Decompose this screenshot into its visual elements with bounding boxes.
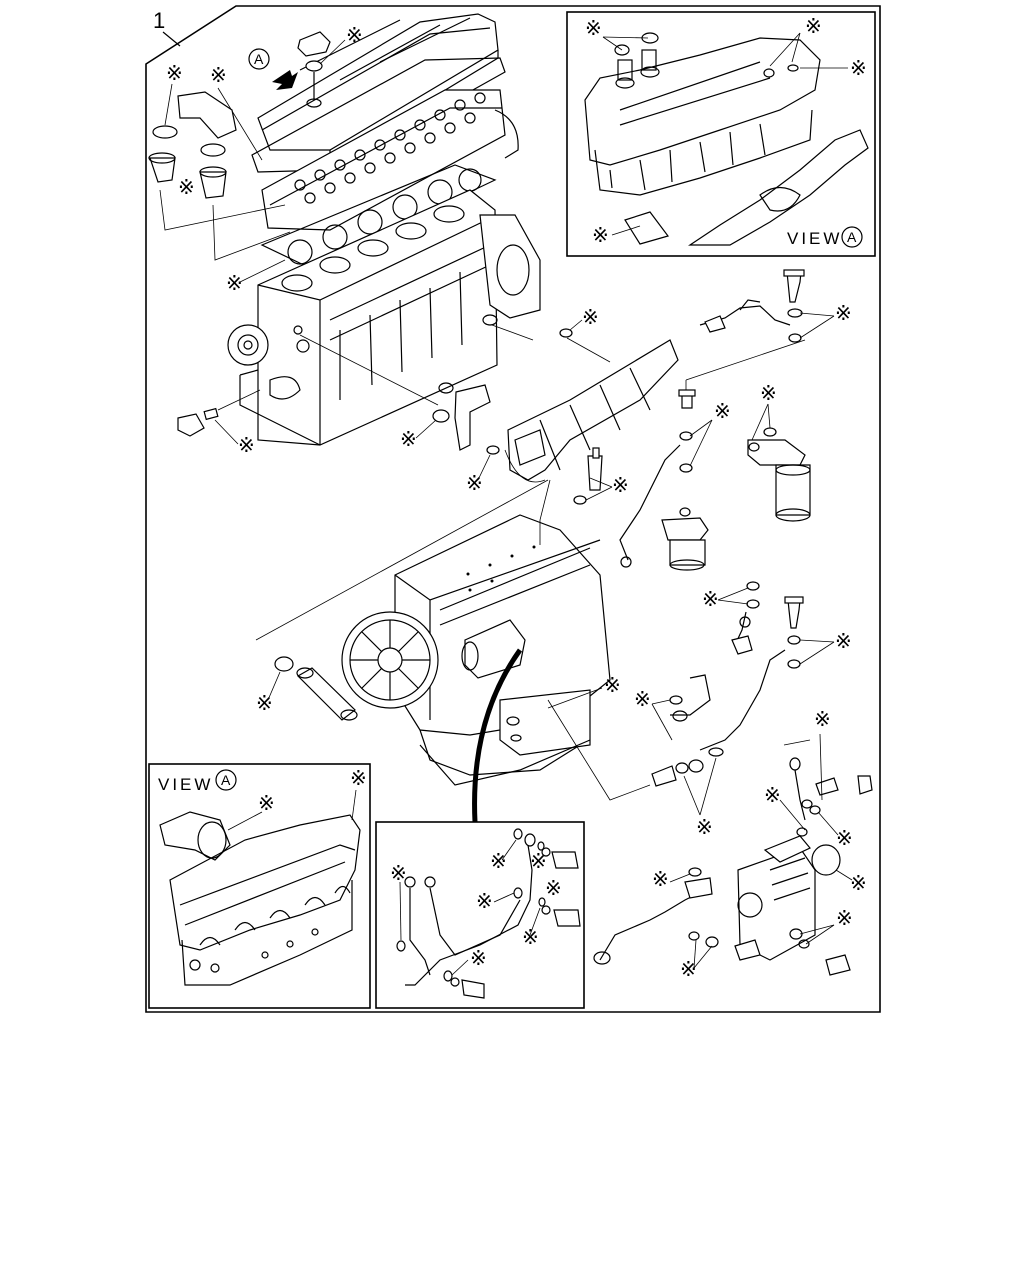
- sensor-and-gasket: ※: [177, 389, 261, 457]
- svg-text:※: ※: [592, 223, 609, 247]
- svg-text:※: ※: [178, 175, 195, 199]
- view-a-label-bottom: VIEW: [158, 775, 213, 794]
- svg-text:※: ※: [764, 783, 781, 807]
- svg-text:※: ※: [680, 957, 697, 981]
- water-outlet-group: ※ ※ ※: [400, 305, 679, 495]
- svg-text:※: ※: [582, 305, 599, 329]
- svg-text:※: ※: [470, 946, 487, 970]
- inset-view-a-top-right: ※ ※ ※ ※ VIEW A: [566, 11, 876, 257]
- svg-text:※: ※: [714, 399, 731, 423]
- svg-text:※: ※: [836, 906, 853, 930]
- svg-text:※: ※: [835, 301, 852, 325]
- svg-text:※: ※: [835, 629, 852, 653]
- svg-text:A: A: [254, 51, 264, 67]
- svg-text:※: ※: [210, 63, 227, 87]
- svg-text:※: ※: [850, 56, 867, 80]
- cylinder-head-assembly: ※: [251, 13, 519, 269]
- svg-text:※: ※: [702, 587, 719, 611]
- svg-text:A: A: [847, 229, 857, 245]
- svg-text:A: A: [221, 772, 231, 788]
- svg-text:※: ※: [466, 471, 483, 495]
- svg-text:※: ※: [490, 849, 507, 873]
- engine-assembly-lower: ※: [255, 479, 621, 786]
- water-pipe-group: ※: [256, 656, 358, 721]
- compressor-group: ※ ※ ※ ※ ※ ※ ※: [593, 707, 873, 981]
- inset-view-a-bottom-left: VIEW A ※ ※: [148, 763, 371, 1009]
- injector-group: ※: [573, 447, 629, 505]
- upper-fuel-pipe-group: ※: [699, 269, 852, 343]
- lower-fuel-connector-group: ※: [651, 747, 724, 839]
- item-number: 1: [153, 8, 165, 33]
- svg-text:※: ※: [696, 815, 713, 839]
- svg-text:※: ※: [545, 876, 562, 900]
- svg-text:※: ※: [760, 381, 777, 405]
- svg-text:※: ※: [476, 889, 493, 913]
- svg-text:※: ※: [585, 16, 602, 40]
- svg-text:※: ※: [836, 826, 853, 850]
- svg-text:※: ※: [530, 849, 547, 873]
- svg-text:※: ※: [805, 14, 822, 38]
- svg-text:※: ※: [226, 271, 243, 295]
- inset-ground-cables: ※ ※ ※ ※ ※ ※ ※: [375, 648, 585, 1009]
- svg-text:※: ※: [522, 925, 539, 949]
- view-a-label-top: VIEW: [787, 229, 842, 248]
- svg-text:※: ※: [400, 427, 417, 451]
- svg-text:※: ※: [612, 473, 629, 497]
- cylinder-block: [227, 189, 541, 446]
- svg-text:※: ※: [814, 707, 831, 731]
- outer-frame: [145, 5, 881, 1013]
- svg-text:※: ※: [238, 433, 255, 457]
- fuel-filter-group: ※ ※: [619, 339, 811, 571]
- svg-text:※: ※: [652, 867, 669, 891]
- svg-text:※: ※: [258, 791, 275, 815]
- middle-fuel-pipe-group: ※ ※ ※: [547, 581, 852, 801]
- thermostat-group: ※ ※ ※ ※: [148, 61, 291, 295]
- view-a-reference-arrow: A: [248, 48, 298, 90]
- svg-text:※: ※: [390, 861, 407, 885]
- svg-text:※: ※: [634, 687, 651, 711]
- svg-text:※: ※: [350, 766, 367, 790]
- svg-text:※: ※: [850, 871, 867, 895]
- svg-text:※: ※: [166, 61, 183, 85]
- svg-text:※: ※: [256, 691, 273, 715]
- svg-text:※: ※: [346, 23, 363, 47]
- svg-text:※: ※: [604, 673, 621, 697]
